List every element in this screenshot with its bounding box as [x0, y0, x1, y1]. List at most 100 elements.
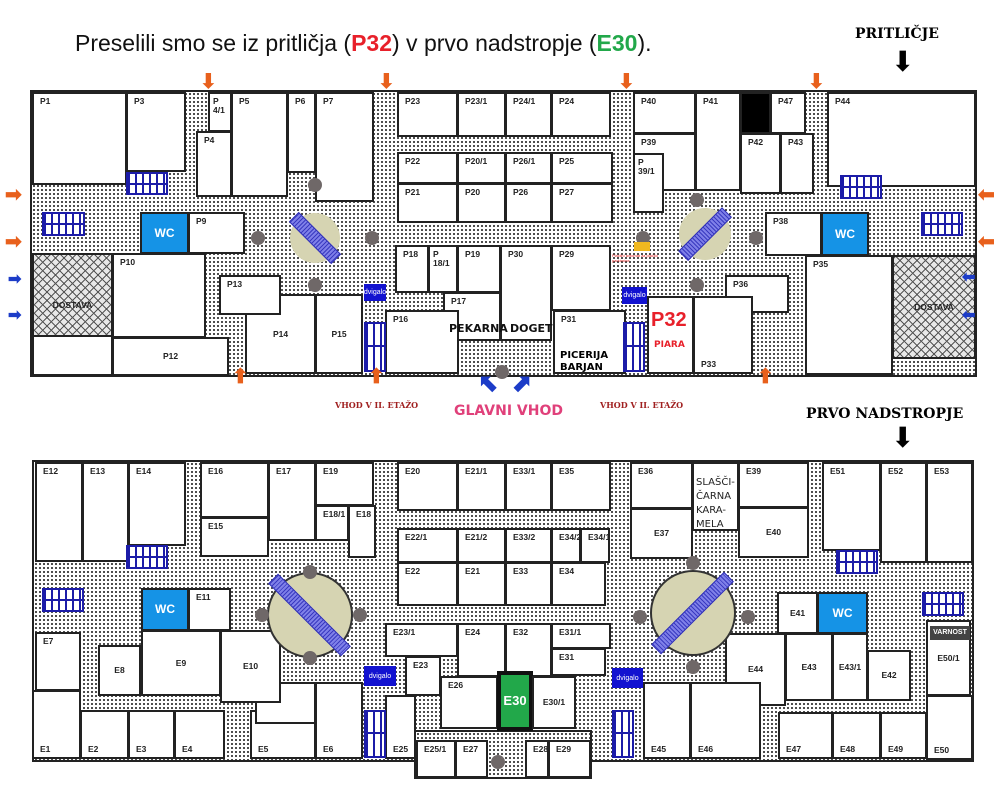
- parking-machine-icon[interactable]: [634, 242, 650, 251]
- store-unit-e52[interactable]: E52: [880, 462, 927, 563]
- store-unit-p33[interactable]: P33: [693, 296, 753, 374]
- store-unit-p19[interactable]: P19: [457, 245, 501, 293]
- store-unit-e15[interactable]: E15: [200, 517, 269, 557]
- store-unit-p241[interactable]: P24/1: [505, 92, 552, 137]
- store-unit-e181[interactable]: E18/1: [315, 505, 349, 541]
- store-unit-p32[interactable]: P32: [647, 296, 694, 374]
- store-unit-e24[interactable]: E24: [457, 623, 506, 677]
- store-unit-e48[interactable]: E48: [832, 712, 881, 759]
- store-unit-p5[interactable]: P5: [231, 92, 288, 197]
- store-unit-e51[interactable]: E51: [822, 462, 881, 551]
- store-unit-e18[interactable]: E18: [348, 505, 376, 558]
- store-unit-e31[interactable]: E31: [551, 648, 606, 676]
- store-unit-e341[interactable]: E34/1: [580, 528, 610, 563]
- store-unit-e36[interactable]: E36: [630, 462, 693, 509]
- restroom[interactable]: WC: [140, 212, 189, 254]
- lift-right[interactable]: dvigalo: [612, 668, 643, 688]
- store-unit-e7[interactable]: E7: [35, 632, 81, 691]
- store-unit-e9[interactable]: E9: [141, 630, 221, 696]
- store-unit-e331[interactable]: E33/1: [505, 462, 552, 511]
- store-unit-e11[interactable]: E11: [188, 588, 231, 631]
- lift-right[interactable]: dvigalo: [622, 287, 647, 304]
- store-unit-p25[interactable]: P25: [551, 152, 613, 184]
- store-unit-e19[interactable]: E19: [315, 462, 374, 506]
- store-unit-dosr[interactable]: DOSTAVA: [892, 255, 976, 359]
- store-unit-p3[interactable]: P3: [126, 92, 186, 172]
- store-unit-e231[interactable]: E23/1: [385, 623, 458, 657]
- store-unit-e301[interactable]: E30/1: [532, 676, 576, 729]
- store-unit-p6[interactable]: P6: [287, 92, 316, 173]
- store-unit-p13[interactable]: P13: [219, 275, 281, 315]
- store-unit-p391[interactable]: P 39/1: [633, 153, 664, 213]
- store-unit-p17[interactable]: P17: [443, 292, 501, 341]
- store-unit-e30[interactable]: E30: [497, 671, 533, 731]
- store-unit-e2[interactable]: E2: [80, 710, 129, 759]
- store-unit-e49[interactable]: E49: [880, 712, 927, 759]
- store-unit-e211[interactable]: E21/1: [457, 462, 506, 511]
- store-unit-p12[interactable]: P12: [112, 337, 229, 376]
- store-unit-e33[interactable]: E33: [505, 562, 552, 606]
- store-unit-p261[interactable]: P26/1: [505, 152, 552, 184]
- store-unit-p24[interactable]: P24: [551, 92, 611, 137]
- store-unit-p18[interactable]: P18: [395, 245, 429, 293]
- store-unit-e40[interactable]: E40: [738, 507, 809, 558]
- store-unit-e17[interactable]: E17: [268, 462, 316, 541]
- store-unit-e42[interactable]: E42: [867, 650, 911, 701]
- store-unit-e43[interactable]: E43: [785, 633, 833, 701]
- store-unit-e4[interactable]: E4: [174, 710, 225, 759]
- store-unit-sla[interactable]: SLAŠČI-ČARNA KARA-MELA: [692, 462, 739, 531]
- store-unit-e311[interactable]: E31/1: [551, 623, 611, 649]
- store-unit-p47[interactable]: P47: [770, 92, 806, 134]
- store-unit-p16[interactable]: P16: [385, 310, 459, 374]
- store-unit-e21[interactable]: E21: [457, 562, 506, 606]
- store-unit-p1[interactable]: P1: [32, 92, 127, 185]
- store-unit-e221[interactable]: E22/1: [397, 528, 458, 563]
- store-unit-e10[interactable]: E10: [220, 630, 281, 703]
- store-unit-e29[interactable]: E29: [548, 740, 591, 778]
- store-unit-p29[interactable]: P29: [551, 245, 611, 311]
- store-unit-e26[interactable]: E26: [440, 676, 498, 729]
- store-unit-p181[interactable]: P 18/1: [428, 245, 458, 293]
- store-unit-p42[interactable]: P42: [740, 133, 781, 194]
- store-unit-p231[interactable]: P23/1: [457, 92, 506, 137]
- store-unit-e23[interactable]: E23: [405, 656, 441, 696]
- store-unit-p38[interactable]: P38: [765, 212, 822, 256]
- store-unit-e16[interactable]: E16: [200, 462, 269, 518]
- restroom[interactable]: WC: [817, 592, 868, 634]
- store-unit-e431[interactable]: E43/1: [832, 633, 868, 701]
- store-unit-e25[interactable]: E25: [385, 695, 416, 759]
- store-unit-p31[interactable]: P31: [553, 310, 626, 374]
- store-unit-e20[interactable]: E20: [397, 462, 458, 511]
- store-unit-p43[interactable]: P43: [780, 133, 814, 194]
- store-unit-p15[interactable]: P15: [315, 294, 363, 374]
- store-unit-p7[interactable]: P7: [315, 92, 374, 202]
- store-unit-e28[interactable]: E28: [525, 740, 549, 778]
- store-unit-e34[interactable]: E34: [551, 562, 606, 606]
- store-unit-e1[interactable]: E1: [32, 690, 81, 759]
- lift-left[interactable]: dvigalo: [364, 666, 396, 686]
- store-unit-e342[interactable]: E34/2: [551, 528, 581, 563]
- store-unit-e212[interactable]: E21/2: [457, 528, 506, 563]
- store-unit-p21[interactable]: P21: [397, 183, 458, 223]
- store-unit-e251[interactable]: E25/1: [416, 740, 456, 778]
- store-unit-p23[interactable]: P23: [397, 92, 458, 137]
- store-unit-e12[interactable]: E12: [35, 462, 83, 562]
- store-unit-e27[interactable]: E27: [455, 740, 488, 778]
- store-unit-e46[interactable]: E46: [690, 682, 761, 759]
- store-unit-e332[interactable]: E33/2: [505, 528, 552, 563]
- store-unit-p27[interactable]: P27: [551, 183, 613, 223]
- store-unit-p201[interactable]: P20/1: [457, 152, 506, 184]
- store-unit-p41a[interactable]: P 4/1: [208, 92, 232, 132]
- store-unit-e13[interactable]: E13: [82, 462, 129, 562]
- store-unit-e8[interactable]: E8: [98, 645, 141, 696]
- store-unit-p20[interactable]: P20: [457, 183, 506, 223]
- restroom[interactable]: WC: [141, 588, 189, 631]
- store-unit-p9[interactable]: P9: [188, 212, 245, 254]
- store-unit-p26[interactable]: P26: [505, 183, 552, 223]
- store-unit-e45[interactable]: E45: [643, 682, 691, 759]
- restroom[interactable]: WC: [821, 212, 869, 256]
- store-unit-p44[interactable]: P44: [827, 92, 976, 187]
- store-unit-e50[interactable]: E50: [926, 695, 973, 760]
- store-unit-e35[interactable]: E35: [551, 462, 611, 511]
- store-unit-p22[interactable]: P22: [397, 152, 458, 184]
